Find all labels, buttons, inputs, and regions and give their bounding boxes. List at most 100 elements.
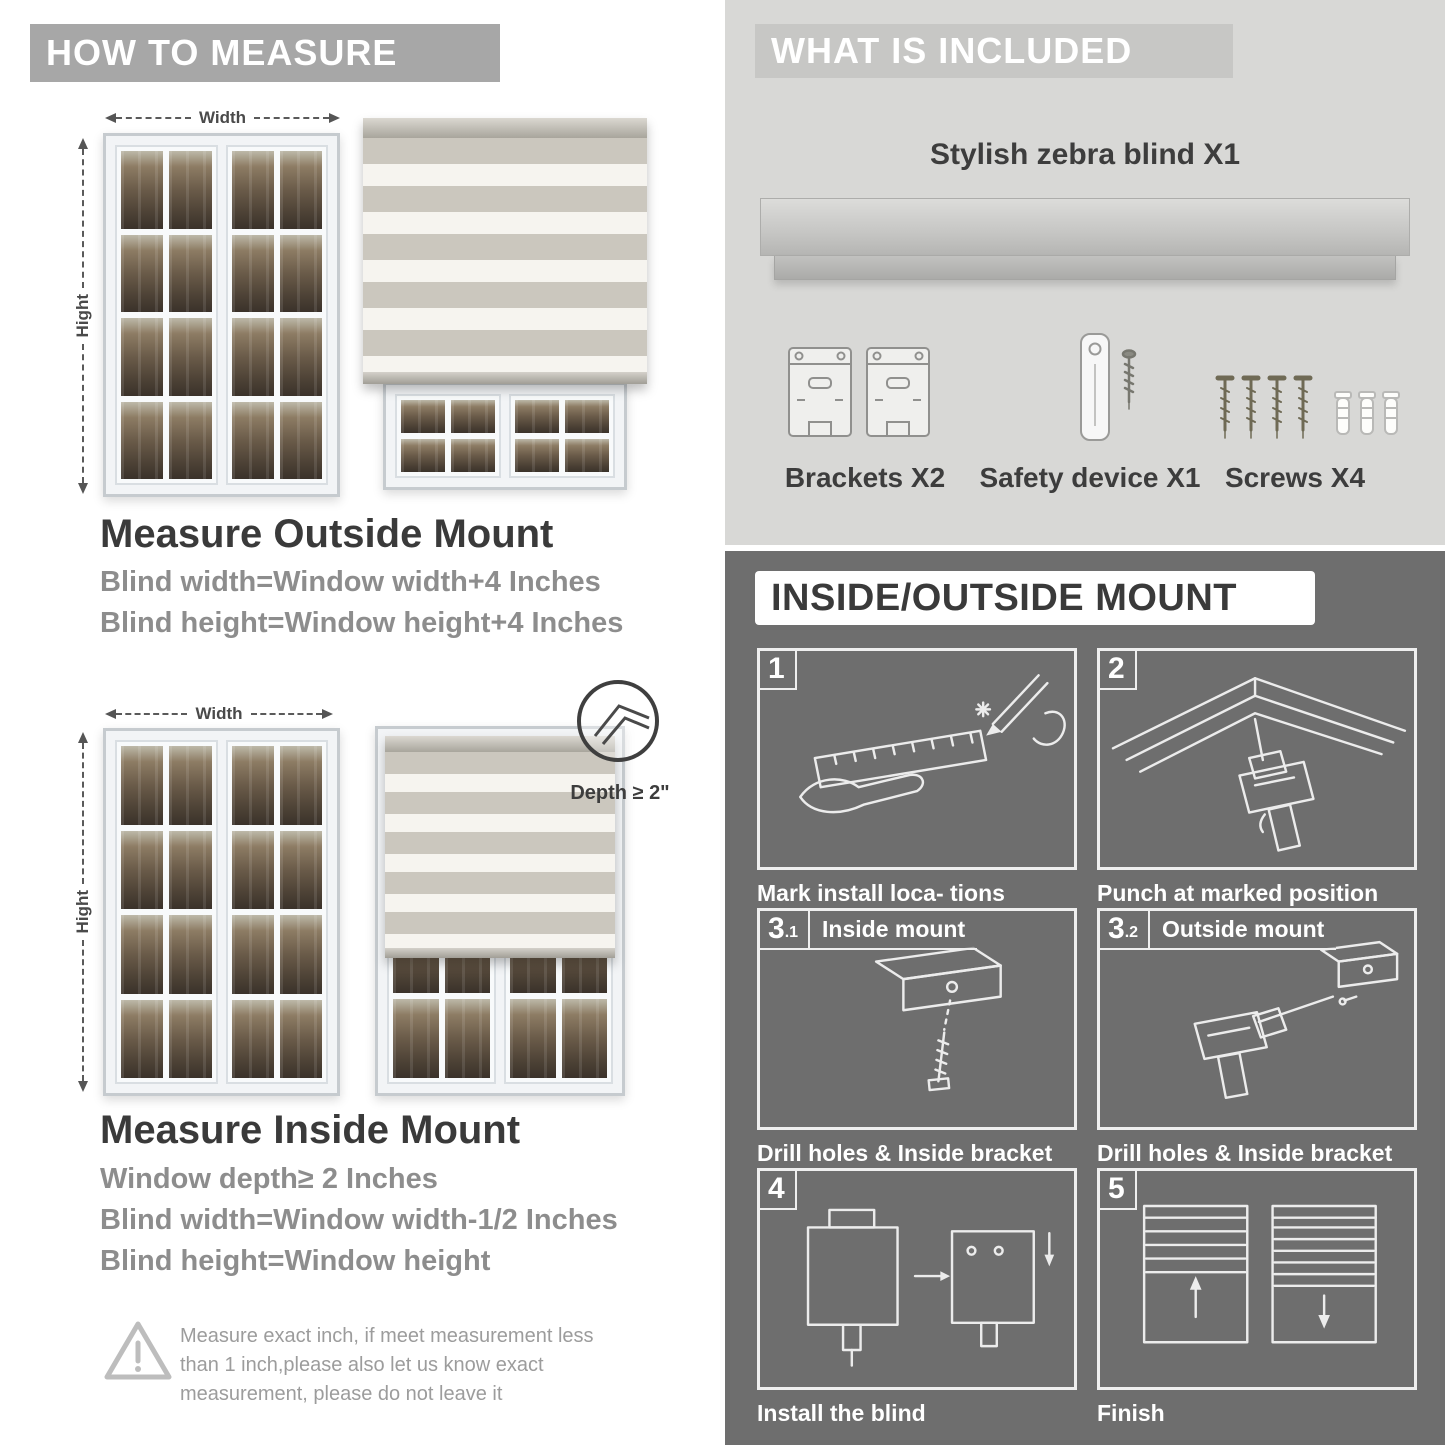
mark-location-illustration	[799, 674, 1066, 814]
step-panel-5: 5	[1097, 1168, 1417, 1390]
step-panel-3-1: 3.1 Inside mount	[757, 908, 1077, 1130]
step-number: 5	[1100, 1171, 1137, 1210]
blind-headrail	[363, 118, 647, 138]
what-is-included-header: WHAT IS INCLUDED	[755, 24, 1233, 78]
window-pane	[515, 400, 559, 433]
window-pane	[561, 999, 607, 1078]
arrowhead-down-icon	[78, 1081, 88, 1092]
blind-inside-mount-illustration	[375, 726, 625, 1096]
width-arrow: Width	[105, 108, 340, 128]
window-pane	[121, 401, 164, 479]
window-illustration-inside	[103, 728, 340, 1096]
mount-header: INSIDE/OUTSIDE MOUNT	[755, 571, 1315, 625]
window-sash	[509, 394, 615, 478]
height-label: Hight	[73, 294, 92, 338]
blind-headrail-illustration	[760, 198, 1410, 280]
window-pane	[510, 999, 556, 1078]
window-pane	[121, 234, 164, 312]
step-panel-1: 1	[757, 648, 1077, 870]
width-arrow: Width	[105, 704, 333, 724]
width-label: Width	[195, 704, 243, 723]
window-pane	[121, 151, 164, 229]
zebra-blind-illustration	[385, 736, 615, 958]
window-pane	[121, 318, 164, 396]
window-sash	[395, 394, 501, 478]
blind-stripes	[385, 752, 615, 948]
warning-triangle-icon	[103, 1318, 173, 1389]
how-to-measure-header: HOW TO MEASURE	[30, 24, 500, 82]
window-pane	[451, 400, 495, 433]
arrowhead-left-icon	[105, 113, 116, 123]
window-sash	[115, 145, 218, 485]
measurement-warning-text: Measure exact inch, if meet measurement …	[180, 1325, 594, 1405]
window-pane	[169, 999, 212, 1078]
screws-label: Screws X4	[1224, 462, 1366, 493]
window-pane	[169, 318, 212, 396]
outside-width-formula: Blind width=Window width+4 Inches	[100, 566, 601, 598]
outside-bracket-illustration	[1193, 940, 1399, 1100]
inside-bracket-illustration	[874, 946, 1002, 1092]
height-arrow: Hight	[70, 138, 96, 494]
window-pane	[169, 746, 212, 825]
window-pane	[565, 439, 609, 472]
blind-stripes	[363, 138, 647, 372]
step-caption-1: Mark install loca- tions	[757, 880, 1005, 906]
window-pane	[231, 830, 274, 909]
window-pane	[444, 999, 490, 1078]
window-pane	[169, 234, 212, 312]
height-label: Hight	[73, 890, 92, 934]
blind-bottomrail	[385, 948, 615, 958]
window-pane	[279, 746, 322, 825]
window-sash	[225, 145, 328, 485]
step-number: 2	[1100, 651, 1137, 690]
step-number: 1	[760, 651, 797, 690]
inside-mount-title: Measure Inside Mount	[100, 1108, 521, 1152]
arrowhead-down-icon	[78, 483, 88, 494]
window-partial	[383, 382, 627, 490]
product-title: Stylish zebra blind X1	[929, 138, 1241, 171]
window-pane	[279, 915, 322, 994]
window-pane	[231, 318, 274, 396]
inside-depth-rule: Window depth≥ 2 Inches	[100, 1163, 438, 1195]
window-pane	[231, 746, 274, 825]
window-pane	[121, 830, 164, 909]
step-panel-2: 2	[1097, 648, 1417, 870]
inside-height-formula: Blind height=Window height	[100, 1245, 491, 1277]
brackets-label: Brackets X2	[784, 462, 946, 493]
arrowhead-up-icon	[78, 732, 88, 743]
arrowhead-up-icon	[78, 138, 88, 149]
step-caption-5: Finish	[1097, 1400, 1165, 1426]
install-blind-illustration	[806, 1208, 1055, 1367]
outside-mount-title: Measure Outside Mount	[100, 512, 554, 556]
window-pane	[231, 999, 274, 1078]
outside-height-formula: Blind height=Window height+4 Inches	[100, 607, 624, 639]
window-pane	[279, 999, 322, 1078]
blind-headrail	[385, 736, 615, 752]
inside-width-formula: Blind width=Window width-1/2 Inches	[100, 1204, 618, 1236]
window-pane	[451, 439, 495, 472]
step-panel-3-2: 3.2 Outside mount	[1097, 908, 1417, 1130]
width-label: Width	[198, 108, 247, 127]
finish-illustration	[1142, 1204, 1377, 1344]
window-pane	[515, 439, 559, 472]
window-pane	[231, 915, 274, 994]
window-pane	[169, 830, 212, 909]
window-pane	[279, 151, 322, 229]
safety-device-icon	[1055, 330, 1155, 463]
window-pane	[393, 999, 439, 1078]
depth-label: Depth ≥ 2"	[570, 782, 670, 804]
window-pane	[279, 318, 322, 396]
drill-illustration	[1111, 677, 1407, 852]
window-pane	[231, 151, 274, 229]
zebra-blind-illustration	[363, 118, 647, 384]
window-pane	[121, 915, 164, 994]
arrowhead-right-icon	[329, 113, 340, 123]
arrowhead-right-icon	[322, 709, 333, 719]
mount-instructions-section: INSIDE/OUTSIDE MOUNT 1 Mark install	[725, 551, 1445, 1445]
blind-bottomrail	[363, 372, 647, 384]
window-pane	[401, 400, 445, 433]
step-caption-3-1: Drill holes & Inside bracket	[757, 1140, 1053, 1166]
window-pane	[401, 439, 445, 472]
window-pane	[231, 234, 274, 312]
